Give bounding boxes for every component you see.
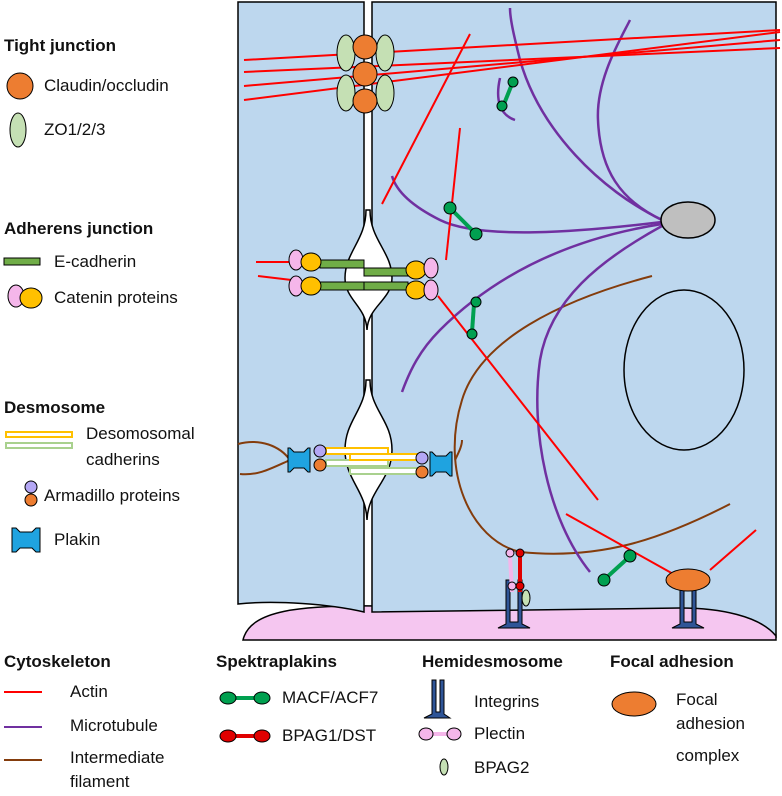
bpag1-label: BPAG1/DST xyxy=(282,726,377,745)
focal-adhesion-legend-icon xyxy=(611,691,657,717)
if-label-1: Intermediate xyxy=(70,748,165,767)
claudin-legend-icon xyxy=(6,72,34,100)
adherens-junction xyxy=(288,249,439,301)
tight-junction-title: Tight junction xyxy=(4,36,117,55)
plectin-legend-icon xyxy=(418,727,462,741)
microtubule-label: Microtubule xyxy=(70,716,158,735)
claudin-label: Claudin/occludin xyxy=(44,76,169,95)
bpag1-legend-icon xyxy=(219,729,271,743)
desmo-cadherins-label-1: Desomosomal xyxy=(86,424,195,443)
integrins-label: Integrins xyxy=(474,692,540,711)
cytoskeleton-title: Cytoskeleton xyxy=(4,652,111,671)
armadillo-purple-legend-icon xyxy=(24,480,38,494)
catenin-label: Catenin proteins xyxy=(54,288,178,307)
bpag2-label: BPAG2 xyxy=(474,758,530,777)
focal-adhesion xyxy=(665,568,711,629)
actin-label: Actin xyxy=(70,682,108,701)
tight-junction xyxy=(336,34,395,114)
zo-label: ZO1/2/3 xyxy=(44,120,106,139)
focal-complex-label-2: adhesion xyxy=(676,714,746,733)
spektraplakins-title: Spektraplakins xyxy=(216,652,337,671)
right-cell xyxy=(371,1,777,639)
armadillo-orange-legend-icon xyxy=(24,493,38,507)
armadillo-label: Armadillo proteins xyxy=(44,486,181,505)
catenin-yellow-legend-icon xyxy=(19,287,43,309)
focal-complex-label-1: Focal xyxy=(676,690,718,709)
macf-acf7-molecules xyxy=(443,76,637,587)
nucleus xyxy=(623,289,745,451)
ecadherin-legend-icon xyxy=(3,257,41,266)
integrin-legend-icon xyxy=(423,679,452,719)
macf-label: MACF/ACF7 xyxy=(282,688,379,707)
legend-icons xyxy=(3,72,657,776)
centrosome xyxy=(660,201,716,239)
microtubules xyxy=(390,7,663,573)
hemidesmosome-title: Hemidesmosome xyxy=(422,652,563,671)
plectin-label: Plectin xyxy=(474,724,526,743)
focal-adhesion-title: Focal adhesion xyxy=(610,652,734,671)
if-label-2: filament xyxy=(70,772,130,791)
actin-filaments xyxy=(243,29,781,581)
plakin-label: Plakin xyxy=(54,530,101,549)
focal-complex-label-3: complex xyxy=(676,746,740,765)
desmo-cadherins-label-2: cadherins xyxy=(86,450,160,469)
zo-legend-icon xyxy=(9,112,27,148)
adherens-junction-title: Adherens junction xyxy=(4,219,154,238)
plakin-legend-icon xyxy=(11,527,41,553)
desmo-cadherin2-legend-icon xyxy=(5,442,73,449)
desmosome-title: Desmosome xyxy=(4,398,106,417)
ecadherin-label: E-cadherin xyxy=(54,252,137,271)
desmosome xyxy=(287,444,453,479)
hemidesmosome xyxy=(497,548,531,629)
macf-legend-icon xyxy=(219,691,271,705)
desmo-cadherin-legend-icon xyxy=(5,431,73,438)
bpag2-legend-icon xyxy=(439,758,449,776)
